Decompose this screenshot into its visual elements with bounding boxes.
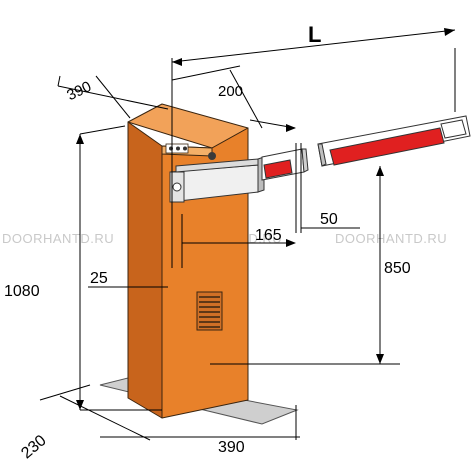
cabinet-left-side	[127, 121, 163, 419]
beam-stub	[261, 148, 309, 181]
dim-label-L: L	[308, 22, 321, 47]
dim-label-50: 50	[320, 211, 338, 228]
dim-label-850: 850	[384, 260, 411, 277]
watermark-3: DOORHANTD.RU	[335, 231, 447, 246]
dim-label-1080: 1080	[4, 283, 40, 300]
dim-label-25: 25	[90, 270, 108, 287]
dim-label-390-bottom: 390	[218, 439, 245, 456]
beam-bracket	[169, 156, 265, 203]
vent-grille-icon	[196, 291, 223, 331]
dim-label-390-top: 390	[64, 78, 94, 104]
beam-end	[317, 115, 471, 167]
lock-icon	[165, 143, 216, 160]
dim-label-200: 200	[218, 83, 243, 100]
dim-label-230: 230	[18, 432, 49, 462]
watermark-1: DOORHANTD.RU	[2, 231, 114, 246]
dim-label-165: 165	[255, 227, 282, 244]
dimension-lines	[39, 29, 456, 441]
dimension-arrows	[76, 28, 455, 410]
